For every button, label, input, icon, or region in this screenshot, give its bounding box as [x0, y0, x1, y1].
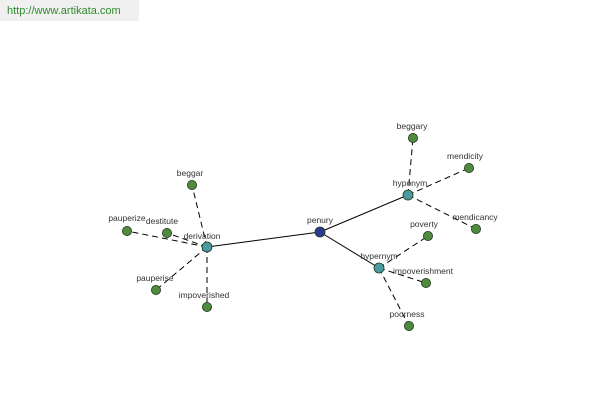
node-impoverished[interactable] — [201, 301, 212, 312]
node-derivation[interactable] — [201, 241, 213, 253]
label-destitute: destitute — [146, 216, 178, 226]
node-hypernym[interactable] — [373, 262, 385, 274]
node-beggar[interactable] — [186, 179, 197, 190]
edge-derivation-beggar — [191, 184, 208, 248]
label-beggar: beggar — [177, 168, 204, 178]
edge-derivation-destitute — [166, 232, 208, 248]
edge-hypernym-impoverishment — [378, 267, 427, 284]
label-derivation: derivation — [184, 231, 221, 241]
node-mendicity[interactable] — [463, 162, 474, 173]
label-pauperize: pauperize — [108, 213, 146, 223]
node-poverty[interactable] — [422, 230, 433, 241]
node-poorness[interactable] — [403, 320, 414, 331]
node-impoverishment[interactable] — [420, 277, 431, 288]
label-penury: penury — [307, 215, 334, 225]
label-poverty: poverty — [410, 219, 439, 229]
edge-hyponym-mendicity — [407, 167, 470, 196]
label-mendicancy: mendicancy — [452, 212, 498, 222]
edge-derivation-pauperise — [155, 246, 208, 291]
node-destitute[interactable] — [161, 227, 172, 238]
site-url-link[interactable]: http://www.artikata.com — [7, 5, 121, 17]
edge-penury-hypernym — [319, 231, 380, 269]
edge-penury-derivation — [206, 231, 321, 248]
label-mendicity: mendicity — [447, 151, 484, 161]
label-beggary: beggary — [397, 121, 428, 131]
node-hyponym[interactable] — [402, 189, 414, 201]
label-impoverished: impoverished — [179, 290, 230, 300]
edge-hyponym-mendicancy — [407, 194, 477, 230]
label-hyponym: hyponym — [393, 178, 428, 188]
label-impoverishment: impoverishment — [393, 266, 454, 276]
edge-penury-hyponym — [319, 194, 409, 233]
label-poorness: poorness — [390, 309, 425, 319]
node-mendicancy[interactable] — [470, 223, 481, 234]
label-hypernym: hypernym — [360, 251, 397, 261]
graph-edges — [126, 137, 477, 327]
node-beggary[interactable] — [407, 132, 418, 143]
label-pauperise: pauperise — [136, 273, 174, 283]
node-penury[interactable] — [314, 226, 326, 238]
graph-nodes — [122, 132, 481, 331]
node-pauperise[interactable] — [150, 284, 161, 295]
edge-hypernym-poorness — [378, 267, 410, 327]
url-banner: http://www.artikata.com — [0, 0, 139, 21]
node-pauperize[interactable] — [122, 225, 133, 236]
graph-labels: penury derivation hyponym hypernym beggar pau… — [108, 121, 498, 319]
edge-derivation-pauperize — [126, 230, 208, 248]
